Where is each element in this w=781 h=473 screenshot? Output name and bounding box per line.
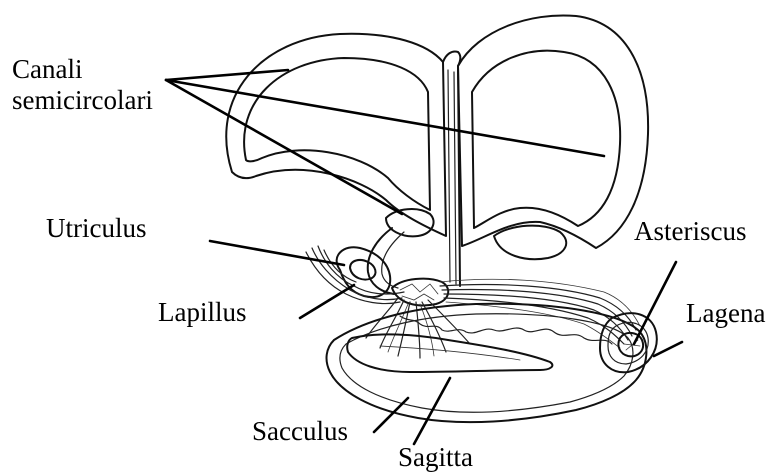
label-canali-line2: semicircolari xyxy=(12,85,153,116)
left-canal-outer xyxy=(226,34,446,236)
lagena-nerve xyxy=(440,279,640,348)
label-sagitta: Sagitta xyxy=(398,442,473,473)
lapillus-otolith xyxy=(350,260,375,280)
right-canal-inner xyxy=(472,51,620,228)
lapillus-leader xyxy=(300,285,354,318)
label-canali-semicircolari: Canali semicircolari xyxy=(12,54,153,116)
lagena-fibre xyxy=(446,302,620,348)
left-ampulla xyxy=(386,209,434,236)
sacculus xyxy=(327,304,647,422)
canali-leader-upper-left xyxy=(166,70,288,80)
label-asteriscus: Asteriscus xyxy=(634,216,746,247)
sagitta-otolith xyxy=(347,334,552,372)
lagena xyxy=(600,313,657,372)
lagena-leader xyxy=(654,342,682,356)
left-canal-inner xyxy=(244,58,430,210)
utricle-region xyxy=(306,246,404,304)
sacculus-outer xyxy=(327,304,647,422)
label-utriculus: Utriculus xyxy=(46,213,147,244)
central-column-inner xyxy=(448,70,450,282)
label-lagena: Lagena xyxy=(686,298,765,329)
semicircular-canals xyxy=(226,15,648,294)
label-sacculus: Sacculus xyxy=(252,416,348,447)
utriculus-leader xyxy=(210,241,344,265)
utricle-fibre xyxy=(318,246,404,294)
label-lapillus: Lapillus xyxy=(158,297,247,328)
ganglion-detail xyxy=(402,294,434,300)
asteriscus-detail xyxy=(624,340,640,350)
sacculus-inner xyxy=(340,314,633,413)
leader-lines xyxy=(166,70,682,444)
central-column-inner-2 xyxy=(454,72,456,284)
ganglion-detail xyxy=(400,284,438,294)
label-canali-line1: Canali xyxy=(12,54,153,85)
right-ampulla xyxy=(494,226,566,260)
left-duct-inner xyxy=(382,232,404,288)
